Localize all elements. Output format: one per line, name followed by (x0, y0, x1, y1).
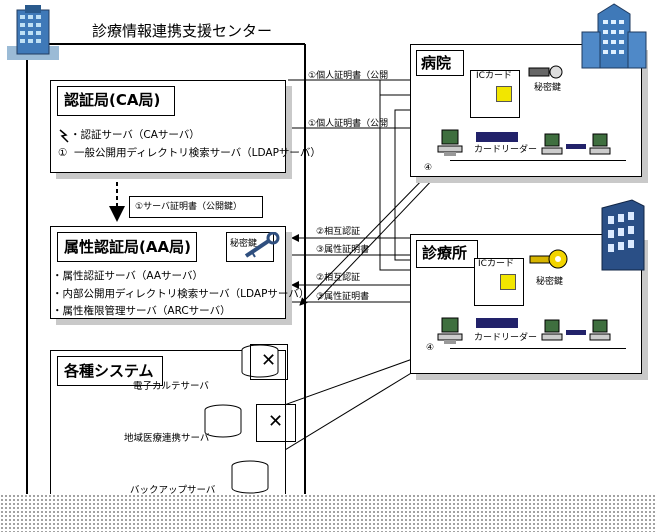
aa-title-box (57, 232, 197, 262)
hospital-title-box (416, 50, 464, 76)
clinic-title-box (416, 240, 478, 268)
hospital-ic-card-label: ICカード (476, 71, 512, 81)
hospital-reader-bar-2 (566, 144, 586, 149)
ca-title: 認証局(CA局) (64, 91, 161, 109)
clinic-key-icon (528, 246, 568, 272)
server-cert-note (129, 196, 263, 218)
aa-item-internal-ldap: ・内部公開用ディレクトリ検索サーバ（LDAPサーバ） (52, 288, 310, 300)
x-mark-2: ✕ (268, 411, 284, 432)
label-attr-cert-1: ③属性証明書 (316, 245, 370, 255)
aa-item-attr-server: ・属性認証サーバ（AAサーバ） (52, 270, 203, 282)
label-personal-cert-2: ①個人証明書（公開 (308, 119, 389, 129)
card-reader-icon-hospital (476, 132, 518, 142)
label-personal-cert-1: ①個人証明書（公開 (308, 71, 389, 81)
server-cert-label: ①サーバ証明書（公開鍵） (135, 202, 242, 212)
systems-title: 各種システム (64, 362, 154, 380)
hospital-card-reader-label: カードリーダー (474, 145, 538, 155)
server-regional-label: 地域医療連携サーバ (124, 433, 210, 444)
server-backup-label: バックアップサーバ (130, 485, 216, 496)
clinic-lan-line (450, 348, 626, 349)
server-ehr-label: 電子カルテサーバ (133, 381, 209, 392)
label-attr-cert-2: ③属性証明書 (316, 292, 370, 302)
aa-secret-key-box (226, 232, 274, 262)
lightning-icon (58, 128, 70, 143)
clinic-ic-card-label: ICカード (478, 259, 514, 269)
hospital-secret-key-label: 秘密鍵 (534, 83, 562, 93)
aa-item-arc: ・属性権限管理サーバ（ARCサーバ） (52, 305, 231, 317)
database-icon-ehr (240, 344, 280, 378)
label-mutual-auth-1: ②相互認証 (316, 227, 361, 237)
clinic-building-icon (598, 198, 648, 274)
pc-terminal-icon-hospital-2 (540, 132, 566, 160)
clinic-secret-key-label: 秘密鍵 (536, 277, 564, 287)
hospital-circle4: ④ (424, 163, 433, 173)
hospital-title: 病院 (421, 54, 452, 72)
header-building-icon (3, 2, 63, 62)
ca-circled-1: ① (58, 147, 68, 159)
database-icon-regional (203, 404, 243, 438)
systems-title-box (57, 356, 163, 386)
clinic-title: 診療所 (422, 244, 468, 262)
aa-title: 属性認証局(AA局) (64, 238, 191, 256)
pc-terminal-icon-hospital-1 (436, 128, 466, 160)
ca-item-ldap: 一般公開用ディレクトリ検索サーバ（LDAPサーバ） (74, 147, 321, 159)
aa-secret-key-label: 秘密鍵 (230, 239, 258, 249)
ca-item-cert-server: ・認証サーバ（CAサーバ） (70, 129, 200, 141)
dotted-background (0, 494, 656, 532)
ca-title-box (57, 86, 175, 116)
hospital-lan-line (450, 160, 626, 161)
pc-terminal-icon-clinic-3 (588, 318, 614, 346)
x-mark-1: ✕ (261, 350, 277, 371)
clinic-card-reader-label: カードリーダー (474, 333, 538, 343)
hospital-building-icon (578, 2, 650, 70)
pc-terminal-icon-clinic-1 (436, 316, 466, 348)
center-title: 診療情報連携支援センター (92, 22, 273, 40)
hospital-key-icon (528, 64, 564, 80)
hospital-ic-chip (496, 86, 512, 102)
pc-terminal-icon-clinic-2 (540, 318, 566, 346)
database-icon-backup (230, 460, 270, 494)
x-mark-icon-1 (250, 344, 288, 380)
card-reader-icon-clinic (476, 318, 518, 328)
x-mark-icon-2 (256, 404, 296, 442)
clinic-reader-bar-2 (566, 330, 586, 335)
pc-terminal-icon-hospital-3 (588, 132, 614, 160)
label-mutual-auth-2: ②相互認証 (316, 273, 361, 283)
aa-key-icon (240, 231, 280, 262)
clinic-ic-chip (500, 274, 516, 290)
clinic-circle4: ④ (426, 343, 435, 353)
